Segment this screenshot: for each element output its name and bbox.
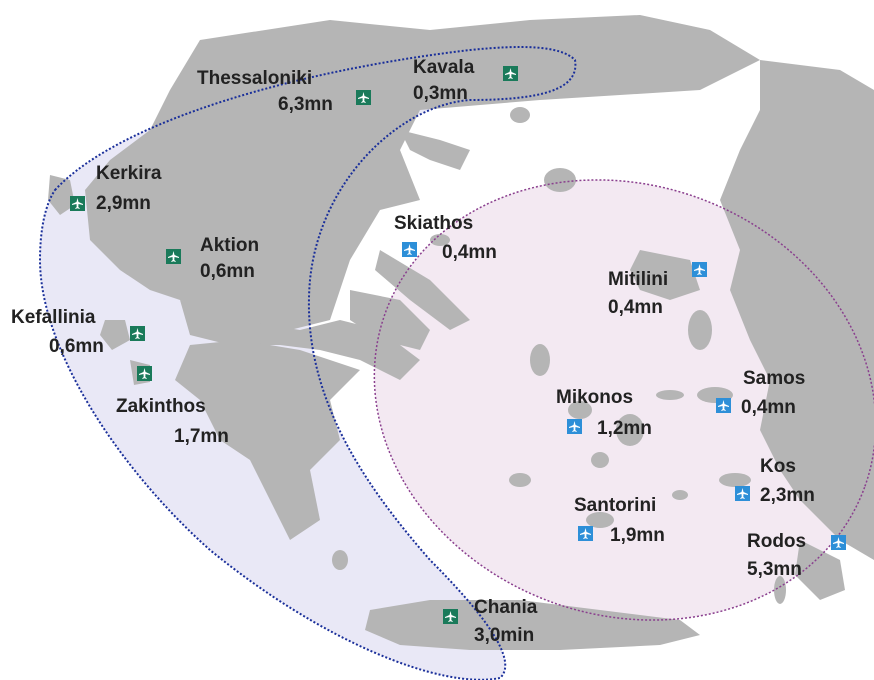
land-kefallinia xyxy=(100,320,130,350)
land-paros xyxy=(591,452,609,468)
airplane-shape xyxy=(139,368,150,379)
airplane-shape xyxy=(718,400,729,411)
airplane-shape xyxy=(833,537,844,548)
land-rhodes xyxy=(795,540,845,600)
land-chalkidiki xyxy=(400,130,470,170)
passenger-value-skiathos: 0,4mn xyxy=(442,242,497,263)
airplane-icon xyxy=(831,535,846,550)
airplane-icon xyxy=(567,419,582,434)
passenger-value-chania: 3,0min xyxy=(474,625,535,646)
west-region-outline xyxy=(38,46,577,680)
passenger-value-zakinthos: 1,7mn xyxy=(174,426,229,447)
land-attica xyxy=(350,290,430,350)
land-milos xyxy=(509,473,531,487)
passenger-value-kefallinia: 0,6mn xyxy=(49,336,104,357)
passenger-value-kos: 2,3mn xyxy=(760,485,815,506)
land-mikonos xyxy=(568,401,592,419)
airplane-icon xyxy=(578,526,593,541)
passenger-value-santorini: 1,9mn xyxy=(610,525,665,546)
airplane-shape xyxy=(569,421,580,432)
airport-label-skiathos: Skiathos xyxy=(394,213,474,234)
airport-label-thessaloniki: Thessaloniki xyxy=(197,68,313,89)
airplane-shape xyxy=(72,198,83,209)
airplane-shape xyxy=(358,92,369,103)
airplane-shape xyxy=(580,528,591,539)
airplane-icon xyxy=(70,196,85,211)
land-andros xyxy=(530,344,550,376)
airport-label-kerkira: Kerkira xyxy=(96,163,162,184)
airplane-shape xyxy=(404,244,415,255)
land-north xyxy=(85,15,760,330)
land-astypalea xyxy=(672,490,688,500)
airplane-shape xyxy=(132,328,143,339)
passenger-value-thessaloniki: 6,3mn xyxy=(278,94,333,115)
land-ikaria xyxy=(656,390,684,400)
airport-label-chania: Chania xyxy=(474,597,538,618)
land-kythira xyxy=(332,550,348,570)
airport-label-mitilini: Mitilini xyxy=(608,269,669,290)
airplane-icon xyxy=(503,66,518,81)
land-naxos xyxy=(616,414,644,446)
airport-label-aktion: Aktion xyxy=(200,235,260,256)
airport-label-kavala: Kavala xyxy=(413,57,475,78)
airplane-icon xyxy=(130,326,145,341)
passenger-value-samos: 0,4mn xyxy=(741,397,796,418)
airport-label-mikonos: Mikonos xyxy=(556,387,634,408)
airplane-icon xyxy=(166,249,181,264)
airport-label-kos: Kos xyxy=(760,456,796,477)
land-skiathos xyxy=(430,234,450,246)
passenger-value-aktion: 0,6mn xyxy=(200,261,255,282)
airplane-icon xyxy=(356,90,371,105)
airplane-shape xyxy=(505,68,516,79)
airplane-icon xyxy=(443,609,458,624)
land-limnos xyxy=(544,168,576,192)
airplane-shape xyxy=(445,611,456,622)
airplane-icon xyxy=(137,366,152,381)
airplane-icon xyxy=(692,262,707,277)
passenger-value-kavala: 0,3mn xyxy=(413,83,468,104)
land-mainland-south xyxy=(180,300,420,380)
passenger-value-mikonos: 1,2mn xyxy=(597,418,652,439)
airplane-icon xyxy=(402,242,417,257)
east-region-outline xyxy=(373,179,874,621)
airplane-icon xyxy=(735,486,750,501)
airport-label-samos: Samos xyxy=(743,368,806,389)
land-turkey-coast xyxy=(720,60,874,560)
airport-label-kefallinia: Kefallinia xyxy=(11,307,96,328)
airport-label-rodos: Rodos xyxy=(747,531,807,552)
land-kerkira xyxy=(48,175,75,215)
land-santorini xyxy=(586,512,614,528)
land-lesvos xyxy=(630,250,700,300)
land-peloponnese xyxy=(175,340,360,540)
airport-label-zakinthos: Zakinthos xyxy=(116,396,206,417)
land-evia xyxy=(375,250,470,330)
passenger-value-kerkira: 2,9mn xyxy=(96,193,151,214)
land-thasos xyxy=(510,107,530,123)
passenger-value-rodos: 5,3mn xyxy=(747,559,802,580)
passenger-value-mitilini: 0,4mn xyxy=(608,297,663,318)
land-kos xyxy=(719,473,751,487)
airplane-shape xyxy=(694,264,705,275)
airport-label-santorini: Santorini xyxy=(574,495,657,516)
land-karpathos xyxy=(774,576,786,604)
airplane-icon xyxy=(716,398,731,413)
land-chios xyxy=(688,310,712,350)
airplane-shape xyxy=(737,488,748,499)
airplane-shape xyxy=(168,251,179,262)
